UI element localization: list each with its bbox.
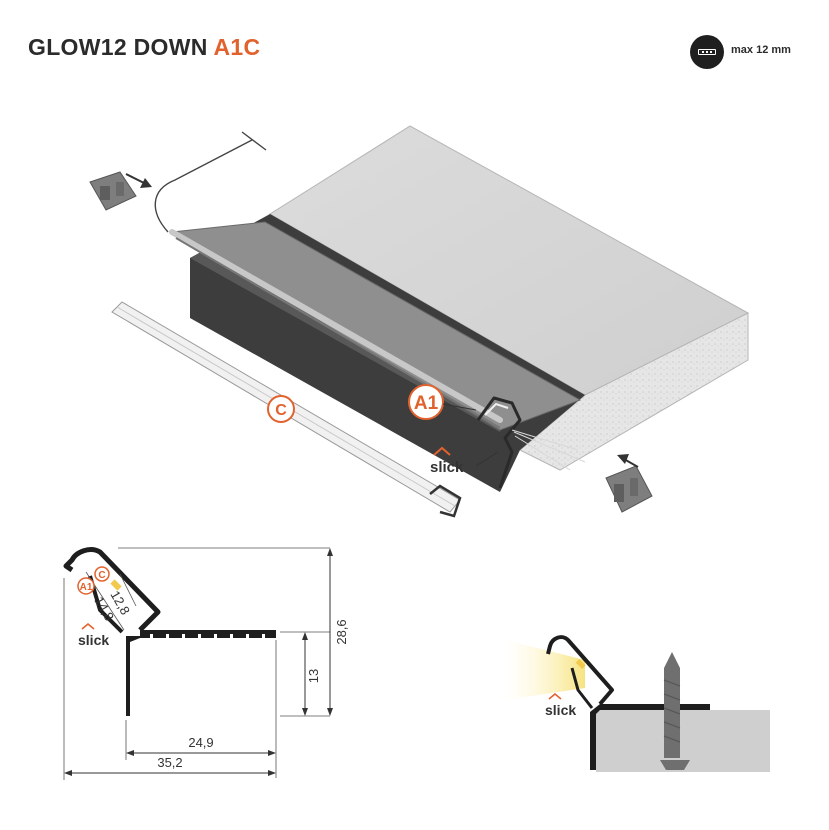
mount-slick-logo: slick xyxy=(545,692,576,718)
callout-c-badge: C xyxy=(267,395,295,423)
section-callout-a1-text: A1 xyxy=(80,582,93,593)
section-slick-text: slick xyxy=(78,632,109,648)
dim-width-board-text: 24,9 xyxy=(188,735,213,750)
dim-width-total-text: 35,2 xyxy=(157,755,182,770)
dim-width-total: 35,2 xyxy=(64,755,276,776)
insert-arrow-left xyxy=(125,173,152,188)
end-cap-right xyxy=(605,465,653,513)
mount-slick-text: slick xyxy=(545,702,576,718)
profile-cross-section xyxy=(126,630,276,716)
mounting-illustration: slick xyxy=(505,635,770,772)
slick-logo-text: slick xyxy=(430,459,464,476)
profile-end-section xyxy=(476,396,522,489)
led-width-label: max 12 mm xyxy=(731,44,791,56)
cross-section-drawing: 12,8 14,8 C A1 slick 28,6 13 xyxy=(63,547,349,780)
section-callout-c-text: C xyxy=(98,570,105,581)
led-strip-icon xyxy=(690,35,724,69)
led-chip xyxy=(110,579,122,591)
section-slick-logo: slick xyxy=(78,622,109,648)
insert-arrow-right xyxy=(617,454,639,468)
mount-screw xyxy=(660,652,690,770)
callout-c-text: C xyxy=(275,402,287,419)
product-title-accent: A1C xyxy=(213,34,261,60)
product-title: GLOW12 DOWN A1C xyxy=(28,34,260,61)
power-cable xyxy=(154,139,253,233)
section-callout-a1: A1 xyxy=(77,577,95,595)
product-title-main: GLOW12 DOWN xyxy=(28,34,214,60)
slick-logo: slick xyxy=(430,446,499,476)
light-beam xyxy=(505,640,585,700)
dim-height-total: 28,6 xyxy=(327,548,349,716)
isometric-illustration: A1 C slick xyxy=(89,125,750,518)
callout-a1-badge: A1 xyxy=(408,384,477,420)
callout-a1-text: A1 xyxy=(414,393,439,414)
end-cap-left xyxy=(89,171,137,211)
dim-height-board-text: 13 xyxy=(306,669,321,683)
dim-height-total-text: 28,6 xyxy=(334,619,349,644)
dim-width-board: 24,9 xyxy=(126,735,276,756)
dim-height-board: 13 xyxy=(302,632,321,716)
section-callout-c: C xyxy=(94,566,110,582)
